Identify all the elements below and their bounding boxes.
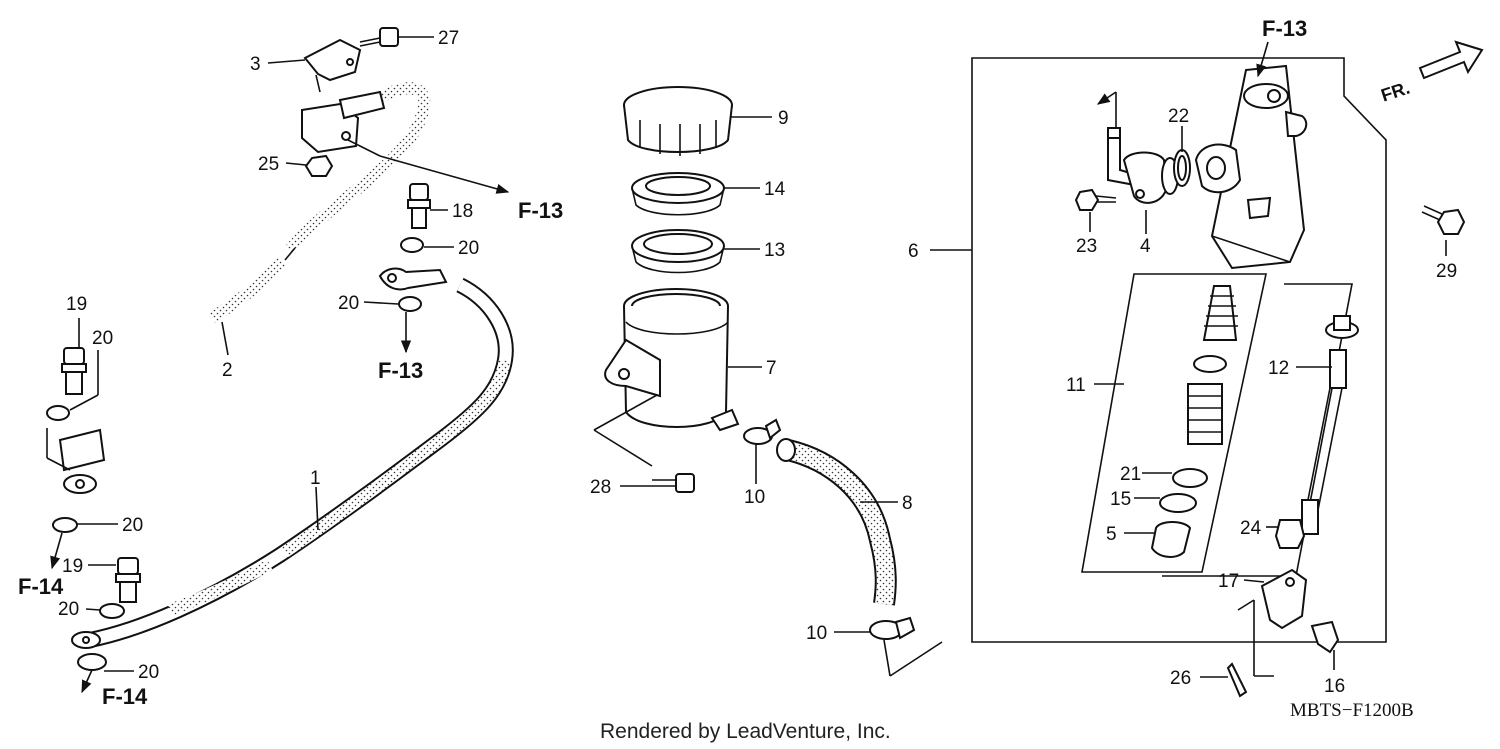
label-4: 4 [1140,236,1151,257]
bolt-23 [1074,188,1117,211]
cotter-26 [1226,662,1248,698]
label-1: 1 [310,468,321,489]
bolt-19-lower [99,557,141,619]
label-20e: 20 [58,599,79,620]
bolt-19-upper [61,347,87,395]
leaders-middle [593,116,943,677]
label-20f: 20 [138,662,159,683]
label-22: 22 [1168,106,1189,127]
label-19a: 19 [66,294,87,315]
lower-hose [71,267,514,671]
clip-10-upper [743,418,782,445]
upper-hose [66,81,431,473]
label-17: 17 [1218,571,1239,592]
label-12: 12 [1268,358,1289,379]
label-9: 9 [778,108,789,129]
label-16: 16 [1324,676,1345,697]
label-10a: 10 [744,487,765,508]
credit-line: Rendered by LeadVenture, Inc. [600,720,891,743]
nut-25 [304,154,334,177]
joint-4 [1107,127,1179,204]
clip-10-lower [869,616,916,640]
label-21: 21 [1120,464,1141,485]
leaders-left [46,36,510,694]
label-20b: 20 [338,293,359,314]
clevis-17 [1260,568,1308,630]
nut-24 [1274,519,1306,549]
bolt-18 [407,183,431,229]
front-arrow: FR. [1379,40,1484,106]
hose-8 [776,438,897,606]
label-13: 13 [764,240,785,261]
piston-kit-11 [1081,273,1267,573]
diaphragm-13 [631,229,725,274]
assembly-outline-6 [930,57,1387,643]
bolt-29 [1421,205,1466,235]
ref-f14-a: F-14 [18,574,64,599]
label-14: 14 [764,179,786,200]
label-6: 6 [908,241,919,262]
bracket-3 [303,38,362,93]
label-7: 7 [766,358,777,379]
pin-16 [1310,620,1340,654]
master-cylinder-body [1194,64,1308,270]
label-25: 25 [258,154,279,175]
push-rod-12 [1162,283,1359,577]
reservoir-7 [604,288,740,432]
bolt-27 [359,27,399,47]
part-labels: 3 27 25 18 20 20 19 20 2 1 20 19 20 20 9… [58,28,1457,697]
label-19b: 19 [62,556,83,577]
label-5: 5 [1106,524,1117,545]
plate-14 [631,172,725,216]
label-28: 28 [590,477,611,498]
label-20c: 20 [92,328,113,349]
bolt-28 [652,473,695,493]
label-27: 27 [438,28,459,49]
ref-f13-mid: F-13 [378,358,423,383]
ref-f14-b: F-14 [102,684,148,709]
label-20d: 20 [122,515,143,536]
o-ring-22 [1173,149,1191,187]
label-11: 11 [1066,375,1086,396]
label-8: 8 [902,493,913,514]
diagram-code: MBTS−F1200B [1290,700,1414,721]
label-24: 24 [1240,518,1262,539]
reference-labels: F-13 F-13 F-13 F-14 F-14 [18,16,1307,709]
label-2: 2 [222,360,233,381]
leaders-right [1089,41,1447,678]
upper-hose-fitting [58,90,386,494]
label-18: 18 [452,201,473,222]
label-10b: 10 [806,623,827,644]
reservoir-cap-9 [623,86,733,156]
washers-20-left [46,405,78,533]
front-arrow-label: FR. [1379,78,1413,106]
label-3: 3 [250,54,261,75]
ref-f13-right: F-13 [1262,16,1307,41]
label-15: 15 [1110,489,1131,510]
label-26: 26 [1170,668,1191,689]
label-23: 23 [1076,236,1097,257]
washer-20-upper [398,237,424,312]
label-20a: 20 [458,238,479,259]
label-29: 29 [1436,261,1457,282]
ref-f13-top: F-13 [518,198,563,223]
